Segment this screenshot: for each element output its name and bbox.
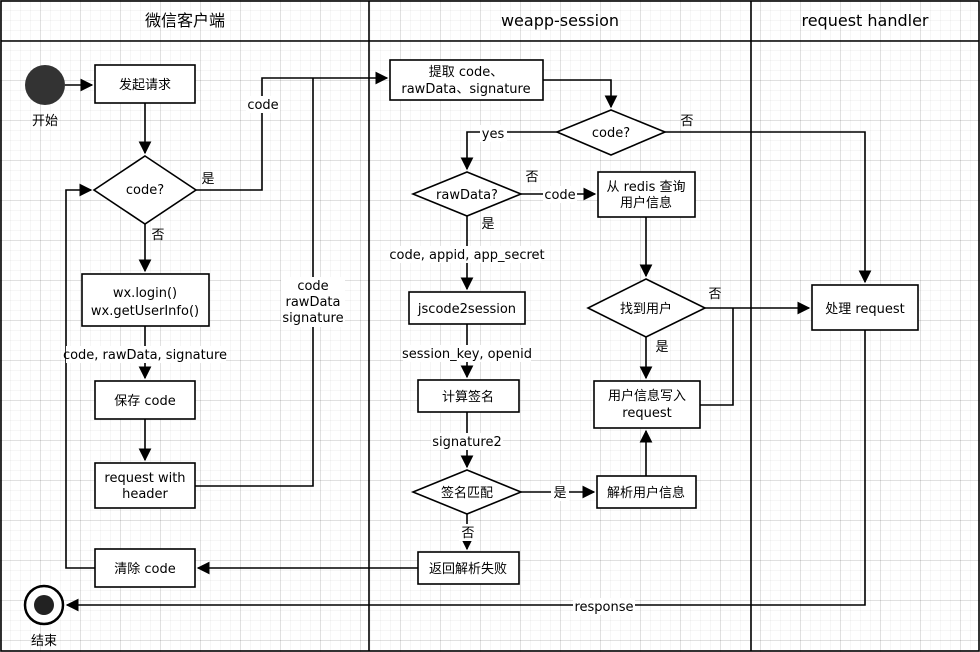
lane-title-session: weapp-session [501, 11, 619, 30]
parse-user-label: 解析用户信息 [607, 485, 685, 501]
label-yes-lower: yes [482, 127, 505, 142]
redis-query-line2: 用户信息 [620, 195, 672, 211]
fetch-params-line1: 提取 code、 [429, 64, 503, 80]
label-mid-signature: signature [282, 311, 343, 326]
label-signature2: signature2 [432, 435, 502, 450]
handle-request-label: 处理 request [825, 302, 905, 317]
request-with-label: request with [104, 471, 185, 486]
edge-decision-yes-to-fetch [196, 71, 389, 191]
edge-clear-loop [65, 183, 95, 569]
send-request-label: 发起请求 [119, 77, 171, 93]
fetch-params-line2: rawData、signature [401, 82, 530, 97]
label-client-no: 否 [151, 228, 164, 243]
lane-title-handler: request handler [801, 11, 928, 30]
label-rawdata-no: 否 [525, 170, 538, 185]
save-code-label: 保存 code [114, 394, 175, 409]
signature-match-label: 签名匹配 [441, 485, 493, 501]
found-user-label: 找到用户 [620, 301, 672, 317]
client-code-decision-label: code? [126, 183, 164, 198]
session-code-decision [554, 109, 668, 156]
wx-userinfo-label: wx.getUserInfo() [91, 304, 199, 319]
client-lane-nodes: 开始 发起请求 code? wx.login() wx.getUserInfo(… [23, 64, 210, 649]
label-match-yes: 是 [553, 486, 566, 501]
label-code-params: code, rawData, signature [63, 348, 227, 363]
label-found-no: 否 [708, 287, 721, 302]
lane-title-client: 微信客户端 [145, 11, 225, 30]
jscode2session-label: jscode2session [417, 302, 516, 317]
label-mid-rawdata: rawData [286, 295, 341, 310]
clear-code-label: 清除 code [114, 562, 175, 577]
edge-labels: 是 否 code code, rawData, signature code r… [63, 96, 722, 615]
label-match-no: 否 [461, 526, 474, 541]
request-header-label: header [122, 487, 168, 502]
jscode2session-box [408, 291, 526, 325]
wx-login-label: wx.login() [113, 286, 177, 301]
wx-login-box [81, 273, 210, 327]
edge-write-to-handler [700, 308, 734, 406]
start-label: 开始 [32, 114, 58, 129]
start-node [25, 65, 65, 105]
send-request-box [94, 64, 196, 104]
handler-lane-nodes: 处理 request [811, 284, 919, 331]
label-rawdata-code: code [544, 188, 575, 203]
redis-query-line1: 从 redis 查询 [607, 180, 686, 195]
session-code-decision-label: code? [592, 126, 630, 141]
write-user-line1: 用户信息写入 [608, 388, 686, 404]
label-appid-params: code, appid, app_secret [389, 248, 544, 263]
rawdata-decision-label: rawData? [436, 188, 498, 203]
parse-user-box [596, 475, 697, 509]
label-mid-code: code [297, 279, 328, 294]
label-session-key: session_key, openid [402, 347, 532, 362]
session-lane-nodes: 提取 code、 rawData、signature code? rawData… [389, 59, 707, 585]
edge-fetch-to-code-q [543, 79, 618, 109]
edge-handler-response-to-end [65, 330, 866, 612]
label-found-yes: 是 [655, 340, 668, 355]
write-user-line2: request [622, 406, 671, 421]
label-client-yes: 是 [201, 172, 214, 187]
label-rawdata-yes: 是 [481, 217, 494, 232]
label-session-no: 否 [680, 114, 693, 129]
end-node-inner [34, 595, 54, 615]
return-fail-label: 返回解析失败 [429, 562, 507, 577]
compute-signature-box [417, 379, 520, 413]
label-response: response [574, 600, 633, 615]
label-code-top: code [247, 98, 278, 113]
edge-code-q-yes-to-rawdata [460, 131, 557, 171]
compute-signature-label: 计算签名 [442, 389, 494, 405]
edge-request-header-to-fetch [195, 78, 314, 487]
end-label: 结束 [31, 634, 57, 649]
clear-code-box [94, 548, 196, 588]
return-fail-box [417, 551, 520, 585]
redis-query-box [597, 171, 696, 218]
request-with-header-box [94, 462, 196, 509]
edge-code-q-no-to-handler [665, 131, 872, 284]
